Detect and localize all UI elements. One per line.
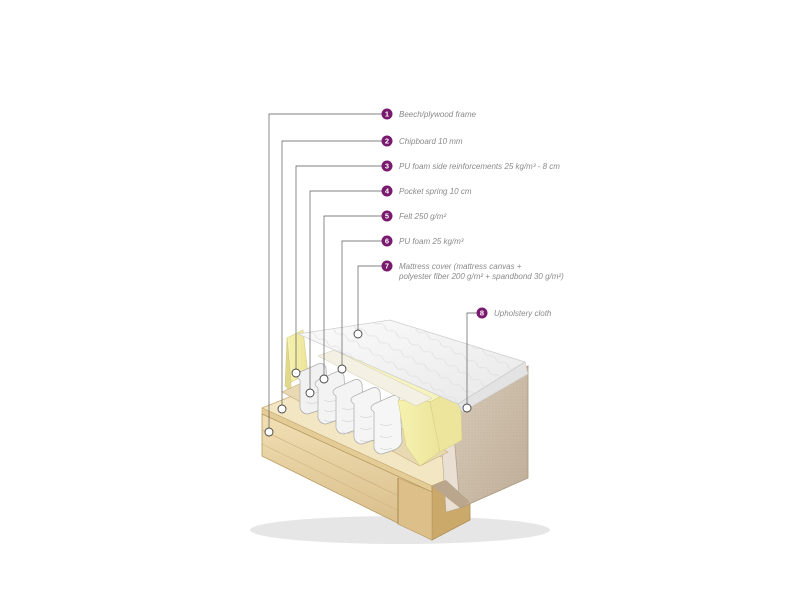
callout-label: polyester fiber 200 g/m² + spandbond 30 … [398,272,564,281]
callout-number: 7 [385,262,389,271]
callout-leader-line [341,240,387,369]
callout-anchor-dot [353,329,363,339]
callout-anchor-dot [277,404,287,414]
callout-anchor-dot [337,364,347,374]
felt-layer [317,349,433,407]
callout-6: 6 PU foam 25 kg/m³ [337,235,464,374]
callout-number-badge [381,108,393,120]
callout-label: PU foam side reinforcements 25 kg/m³ - 8… [399,162,560,171]
pocket-springs [296,363,403,455]
callout-label: Chipboard 10 mm [399,137,463,146]
callout-number: 1 [385,110,389,119]
callout-anchor-dot [291,368,301,378]
callout-number-badge [381,235,393,247]
callout-2: 2 Chipboard 10 mm [277,135,463,414]
callout-anchor-dot [319,374,329,384]
callout-label: Beech/plywood frame [399,110,476,119]
callout-number: 3 [385,162,389,171]
callout-number-badge [381,260,393,272]
floor-shadow [250,516,550,544]
callout-leader-line [323,215,387,379]
callout-leader-line [268,113,387,432]
side-foam [284,329,309,393]
callout-number: 8 [480,309,484,318]
callout-5: 5 Felt 250 g/m² [319,210,446,384]
callout-leader-line [309,190,387,393]
callout-3: 3 PU foam side reinforcements 25 kg/m³ - … [291,160,560,378]
callout-label: Felt 250 g/m² [399,212,446,221]
callout-7: 7 Mattress cover (mattress canvas +polyes… [353,260,564,339]
callout-number: 2 [385,137,389,146]
callout-leader-line [357,265,387,334]
callout-anchor-dot [305,388,315,398]
callout-number: 4 [385,187,390,196]
callout-leader-line [281,140,387,409]
callout-8: 8 Upholstery cloth [462,307,552,413]
callout-number-badge [476,307,488,319]
callout-1: 1 Beech/plywood frame [264,108,476,437]
callout-anchor-dot [264,427,274,437]
callout-label: Pocket spring 10 cm [399,187,472,196]
callout-leader-line [295,165,387,373]
mattress-cover [296,319,529,413]
callout-anchor-dot [462,403,472,413]
callout-number: 6 [385,237,389,246]
callout-label: Upholstery cloth [494,309,552,318]
callout-number-badge [381,160,393,172]
callout-label: Mattress cover (mattress canvas + [399,262,522,271]
callouts: 1 Beech/plywood frame 2 Chipboard 10 mm 3 PU … [264,108,564,437]
callout-4: 4 Pocket spring 10 cm [305,185,472,398]
callout-number-badge [381,185,393,197]
callout-number-badge [381,135,393,147]
callout-label: PU foam 25 kg/m³ [399,237,464,246]
callout-number: 5 [385,212,389,221]
callout-number-badge [381,210,393,222]
